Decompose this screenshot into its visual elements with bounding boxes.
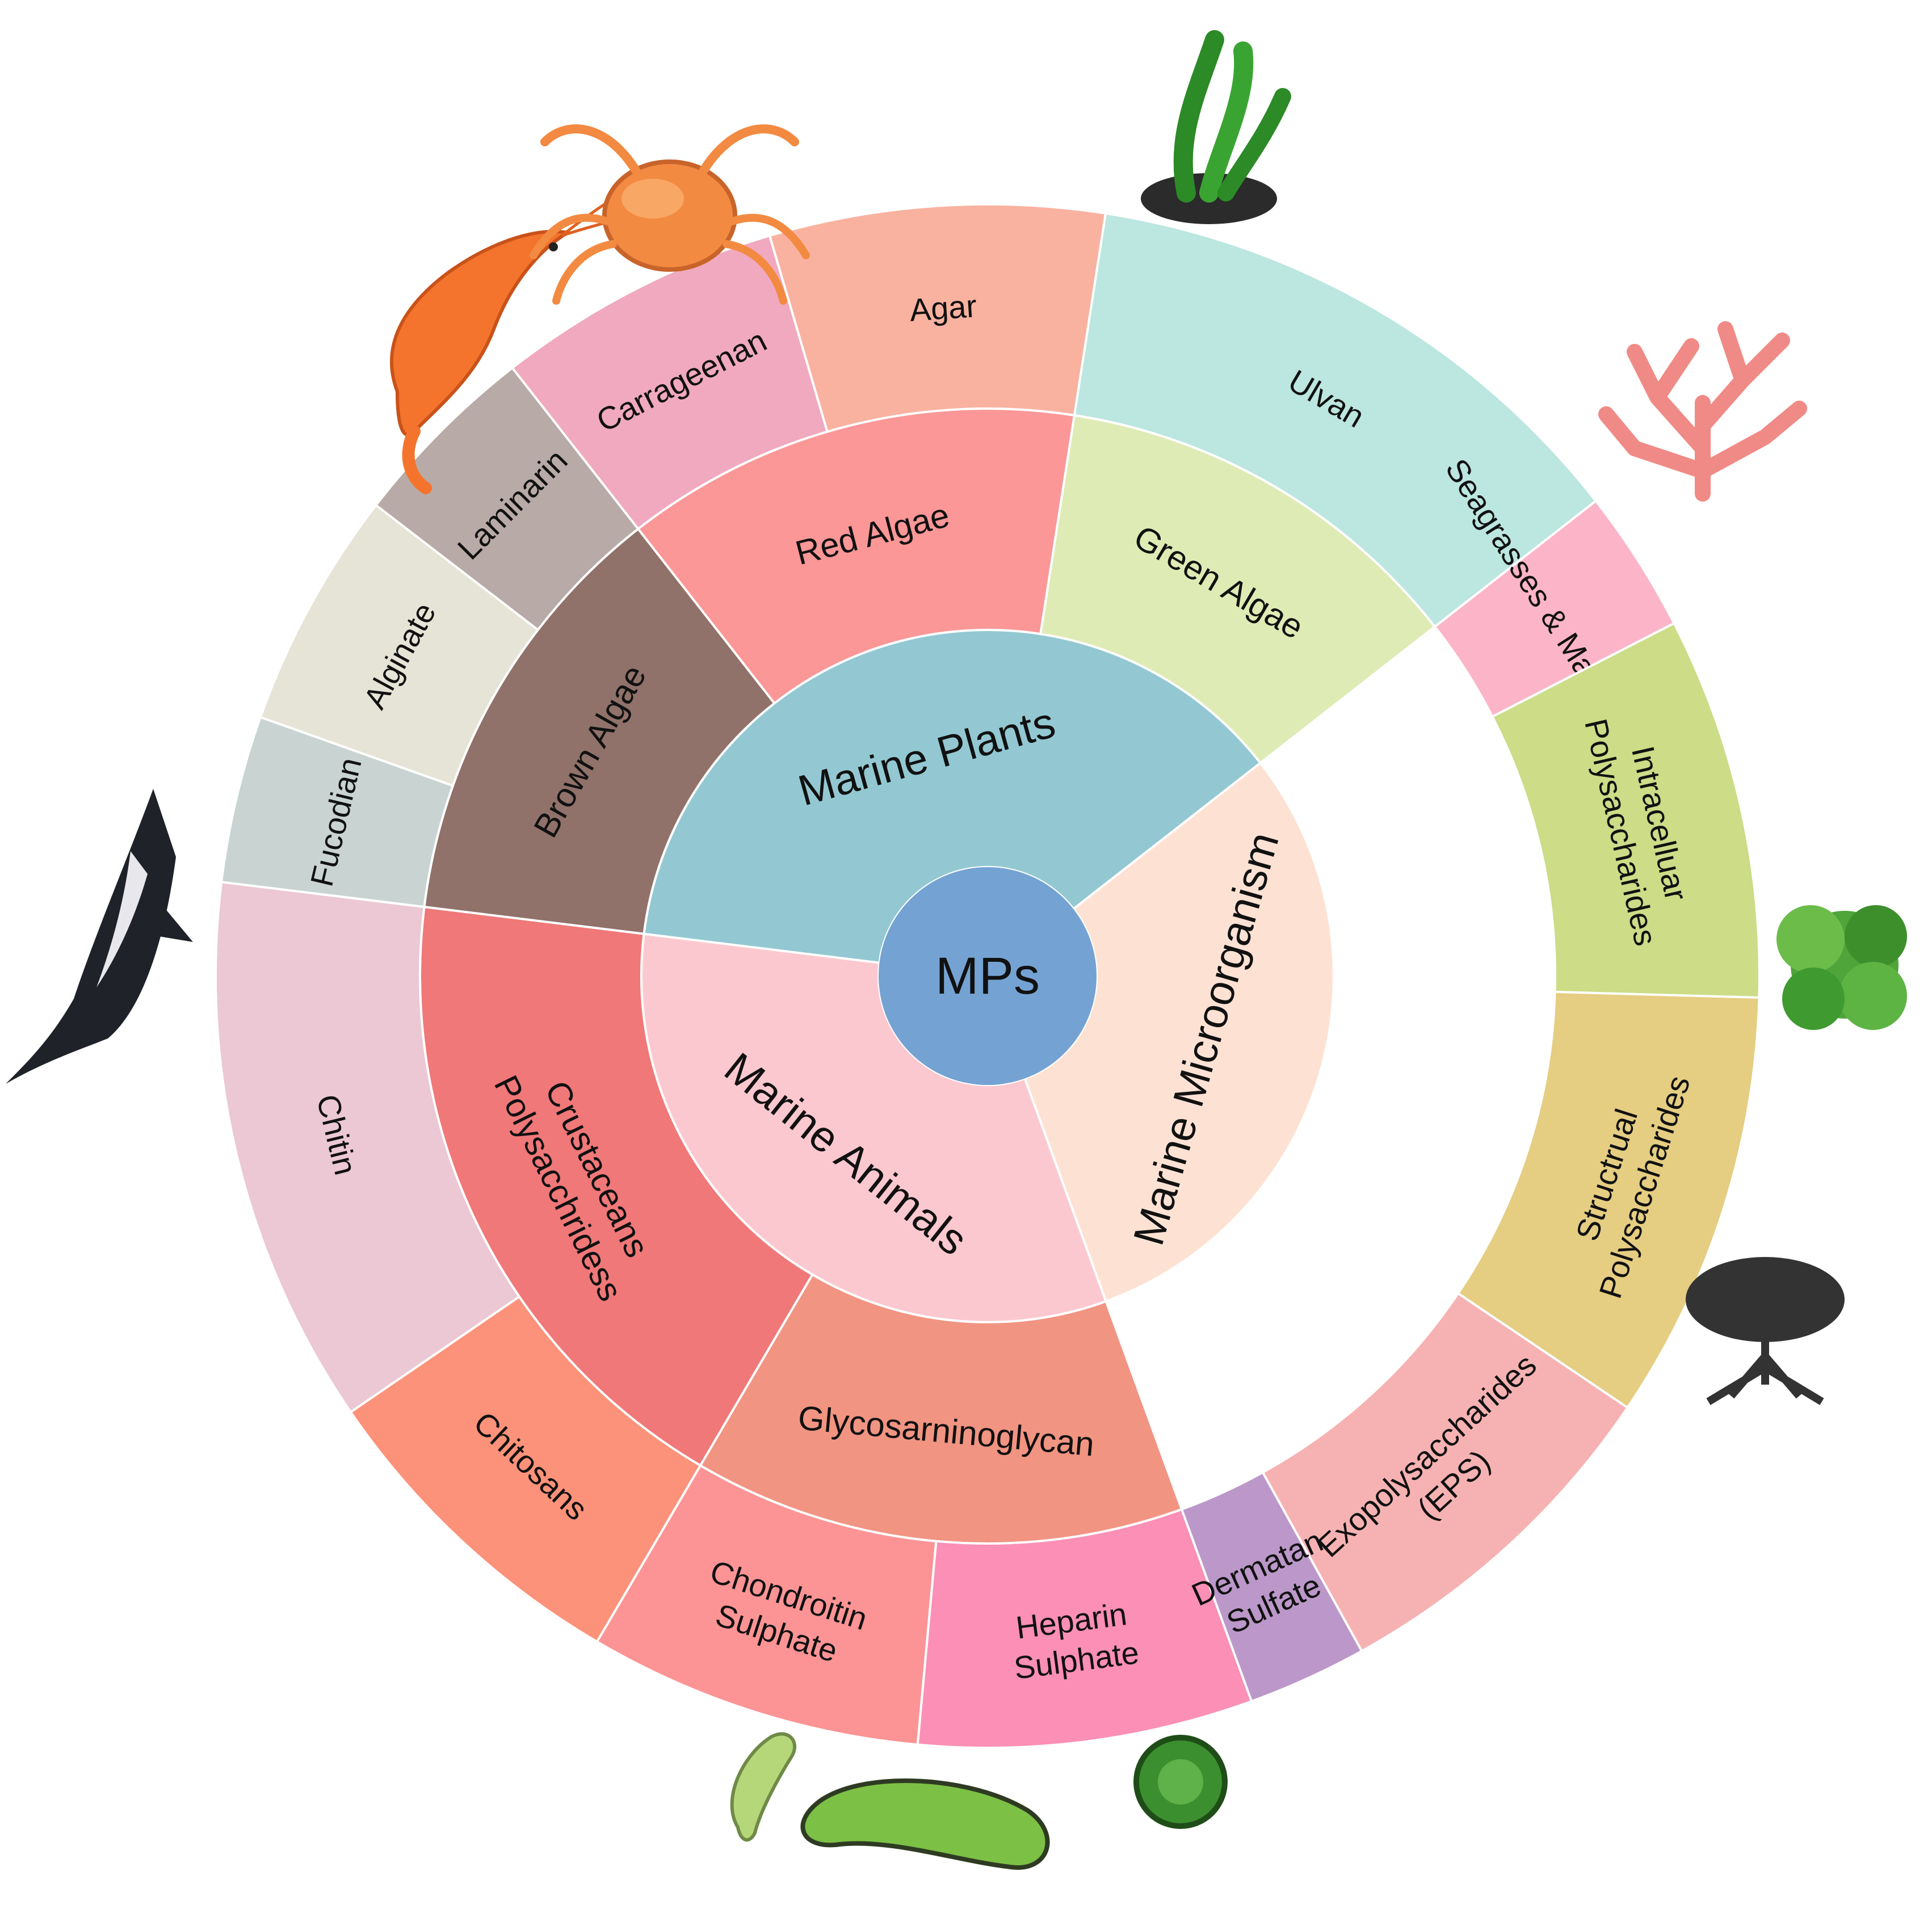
- segment-dermatan-sulfate: [1180, 1470, 1364, 1703]
- mangrove-tree-icon: [1686, 1257, 1845, 1406]
- segment-ulvan: [1073, 212, 1598, 629]
- red-coral-algae-icon: [1598, 321, 1807, 502]
- center-label: MPs: [935, 947, 1040, 1005]
- center-circle: [879, 867, 1097, 1085]
- bacterium-icon: [800, 1778, 1050, 1870]
- label-agar: Agar: [909, 288, 978, 328]
- small-bacterium-icon: [730, 1732, 796, 1842]
- crab-icon: [530, 124, 810, 305]
- center-node: MPs: [879, 867, 1097, 1085]
- shark-icon: [6, 789, 193, 1084]
- green-sea-lettuce-icon: [1776, 905, 1907, 1030]
- green-microalga-cell-icon: [1133, 1735, 1228, 1829]
- brown-seaweed-icon: [1141, 30, 1291, 224]
